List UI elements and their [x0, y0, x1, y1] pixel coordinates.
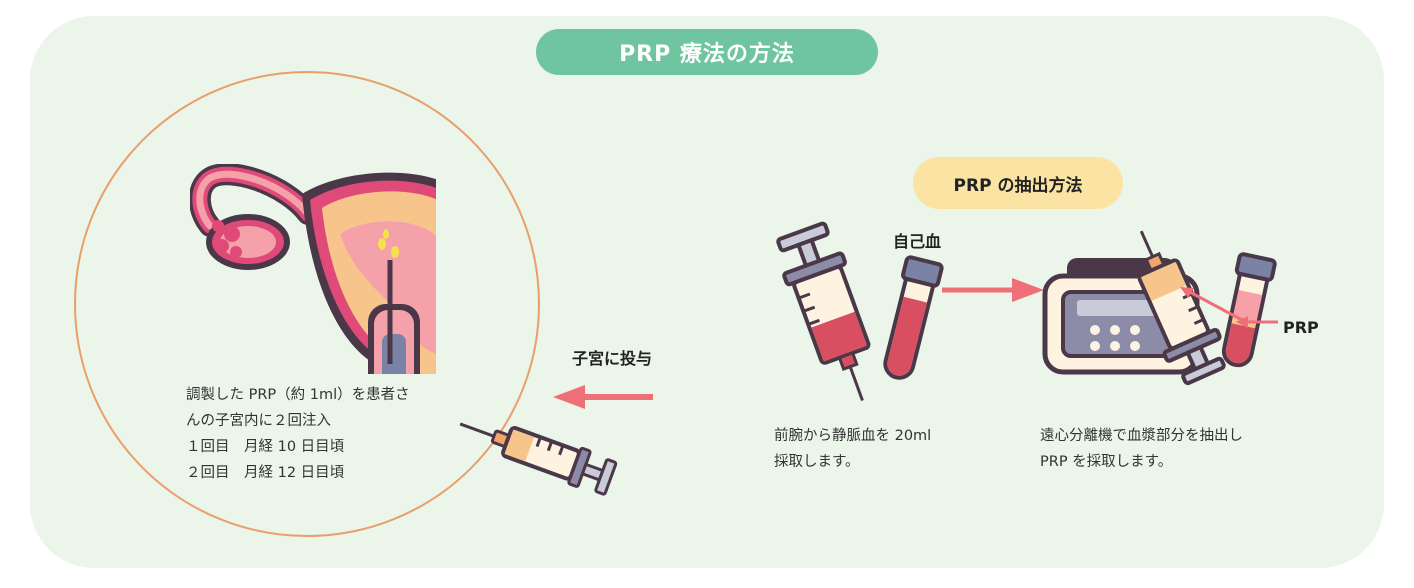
uterus-circle	[74, 71, 540, 537]
blood-label: 自己血	[893, 232, 942, 251]
left-text-line-4: ２回目 月経 12 日目頃	[186, 465, 345, 481]
inject-label: 子宮に投与	[572, 349, 653, 368]
blood-syringe-icon	[776, 221, 871, 401]
prp-syringe-icon	[1137, 230, 1226, 386]
left-text-line-2: んの子宮内に２回注入	[186, 413, 331, 429]
prp-label: PRP	[1283, 318, 1319, 337]
prp-pointer-icon	[1180, 287, 1278, 328]
step1-description: 前腕から静脈血を 20ml 採取します。	[774, 423, 931, 475]
left-text-line-3: １回目 月経 10 日目頃	[186, 439, 345, 455]
left-text-line-1: 調製した PRP（約 1ml）を患者さ	[186, 387, 410, 403]
step1-text-line-2: 採取します。	[774, 454, 860, 470]
subtitle-pill: PRP の抽出方法	[913, 157, 1123, 209]
blood-tube-icon	[883, 255, 944, 380]
left-description: 調製した PRP（約 1ml）を患者さ んの子宮内に２回注入 １回目 月経 10…	[186, 382, 410, 486]
step2-text-line-1: 遠心分離機で血漿部分を抽出し	[1040, 428, 1243, 444]
step2-text-line-2: PRP を採取します。	[1040, 454, 1173, 470]
arrow-right-icon	[942, 278, 1044, 302]
uterus-illustration	[190, 164, 436, 374]
step2-description: 遠心分離機で血漿部分を抽出し PRP を採取します。	[1040, 423, 1243, 475]
injection-syringe-icon	[459, 422, 618, 496]
step1-text-line-1: 前腕から静脈血を 20ml	[774, 428, 932, 444]
arrow-left-icon	[553, 385, 653, 409]
page-title: PRP 療法の方法	[536, 29, 878, 75]
